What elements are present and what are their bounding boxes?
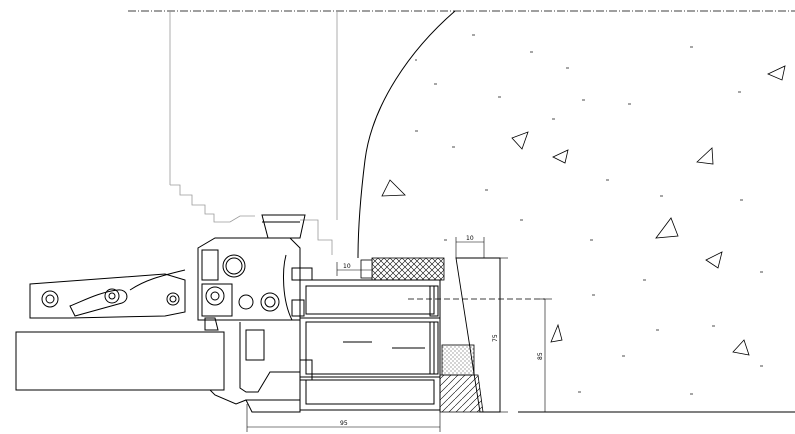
dim-label-gap-left: 10 (343, 263, 351, 270)
dim-label-gap-top: 10 (466, 235, 474, 242)
interior-board (15, 331, 225, 391)
ghost-sash-outline (169, 11, 338, 255)
handle-lever (29, 269, 186, 319)
wall-section (357, 10, 795, 413)
sash-hardware (197, 214, 313, 405)
dim-label-height-75: 75 (492, 334, 499, 342)
dimension-depth-bottom (246, 404, 441, 432)
insulation-strip (371, 257, 445, 281)
dim-label-height-85: 85 (537, 352, 544, 360)
sealant-dotted (441, 344, 475, 376)
frame-profile (245, 279, 441, 413)
spacer-block (360, 259, 373, 279)
dim-label-depth-bottom: 95 (340, 420, 348, 427)
sill-hatched (439, 374, 484, 413)
dimension-gap-left (336, 262, 372, 276)
dimension-height-75 (495, 257, 508, 413)
dimension-gap-top (455, 237, 485, 258)
dimension-height-85 (540, 298, 552, 413)
